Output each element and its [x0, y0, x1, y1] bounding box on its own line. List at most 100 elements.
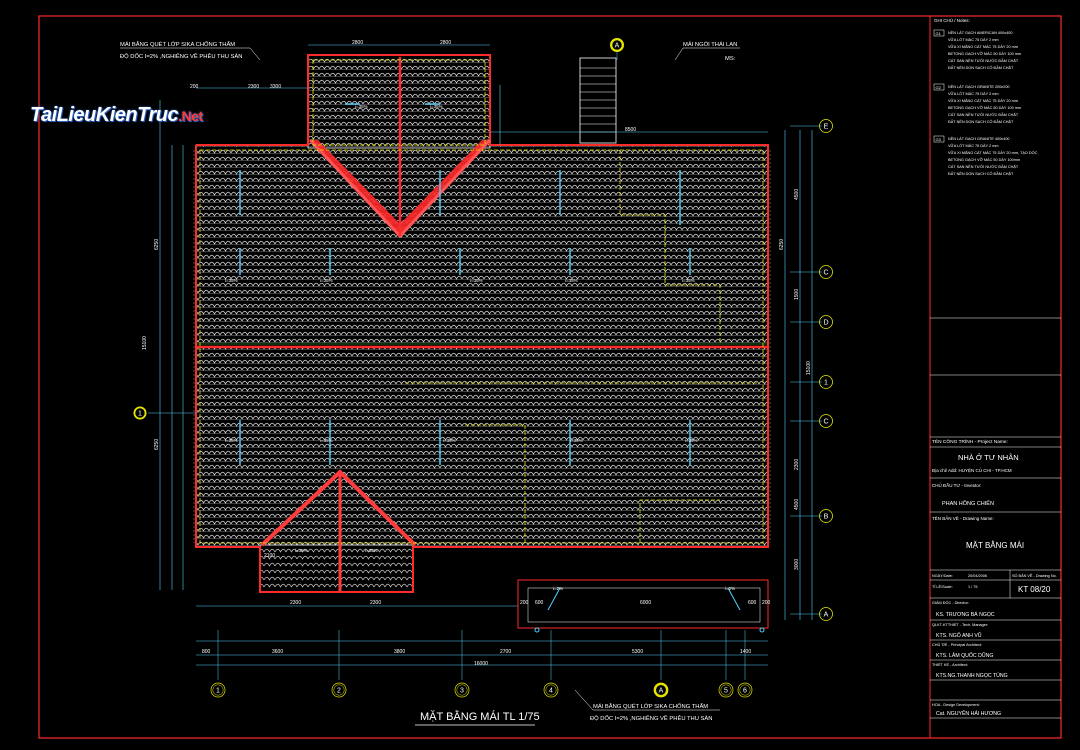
axis-bubble	[819, 119, 833, 133]
axis-bubble	[210, 682, 226, 698]
note-line: VỮA XI MĂNG CÁT MÁC 75 DÀY 20 mm	[948, 98, 1018, 103]
slope-label: i=35%	[320, 278, 333, 283]
axis-label: 1	[216, 688, 220, 695]
dim-top-1: 2800	[352, 40, 363, 46]
investor-label: CHỦ ĐẦU TƯ - Investor:	[932, 482, 982, 488]
dev-label: HOA - Design Development:	[932, 703, 980, 707]
axis-label: 2	[337, 688, 341, 695]
chief-name: KTS. LÂM QUỐC DŨNG	[936, 652, 993, 659]
axis-bubble-left: 1	[133, 406, 147, 420]
note-line: BETONG GẠCH VỠ MÁC 50 DÀY 100 mm	[948, 105, 1021, 110]
slope-label: i=35%	[570, 438, 583, 443]
drawing-name: MẶT BẰNG MÁI	[966, 541, 1024, 550]
slope-label: i=35%	[320, 438, 333, 443]
note-line: VỮA LÓT MÁC 75 DÀY 2 mm	[948, 143, 999, 148]
watermark-suffix: .Net	[178, 108, 203, 124]
dim-bottom-1: 2100	[264, 553, 275, 559]
axis-label: D	[823, 320, 828, 327]
axis-bubble	[819, 607, 833, 621]
axis-bubble-inner	[545, 684, 557, 696]
roof-plan	[193, 54, 771, 633]
note-line: BETONG GẠCH VỠ MÁC 50 DÀY 100 mm	[948, 51, 1021, 56]
slope-label: i=35%	[443, 438, 456, 443]
stair-shaft	[579, 57, 617, 144]
date-value: 20/04/2006	[968, 574, 987, 578]
slope-label: i=35%	[295, 548, 308, 553]
designer-label: THIẾT KẾ - Architect:	[932, 662, 968, 667]
grid-lines	[148, 52, 822, 680]
director-label: GIÁM ĐỐC - Director:	[932, 600, 969, 605]
dim-right-1: 4500	[794, 189, 800, 200]
note-line: NỀN LÁT GẠCH AMERICAN 400x400	[948, 30, 1013, 35]
note-line: ĐẤT NỀN DỌN SẠCH CỎ ĐẦM CHẶT	[948, 171, 1014, 176]
axis-bubble	[331, 682, 347, 698]
scale-label: TỈ LỆ/Scale:	[932, 584, 953, 589]
project-label: TÊN CÔNG TRÌNH - Project Name:	[932, 437, 1008, 445]
sheet-frame	[38, 15, 1062, 739]
axis-label: 4	[549, 688, 553, 695]
dim-row2-6: 1400	[740, 649, 751, 655]
note-top-left-1: MÁI BẰNG QUÉT LỚP SIKA CHỐNG THẤM	[120, 40, 235, 48]
roof-bottom-projection	[259, 544, 414, 593]
note-group-box	[933, 83, 945, 91]
sheet-number: KT 08/20	[1018, 585, 1051, 594]
note-line: NỀN LÁT GẠCH GRANITE 400x400	[948, 136, 1010, 141]
date-label: NGÀY/Date:	[932, 574, 953, 578]
slope-label: i=2%	[725, 586, 735, 591]
notes-header: GHI CHÚ / Notes:	[934, 17, 970, 23]
dim-bottom-6: 6000	[640, 600, 651, 606]
dim-bottom-4: 200	[520, 600, 529, 606]
dim-right-5: 15100	[806, 361, 812, 375]
dim-row2-3: 3800	[394, 649, 405, 655]
note-bottom-2: ĐỘ DỐC I=2% ,NGHIÊNG VỀ PHỄU THU SÀN	[590, 714, 712, 722]
axis-bubble-inner	[655, 684, 667, 696]
slope-label: i=35%	[365, 548, 378, 553]
axis-bubble	[819, 414, 833, 428]
slope-label: i=35%	[470, 278, 483, 283]
axis-bubble-inner	[720, 684, 732, 696]
note-ms: MS:	[725, 56, 736, 62]
dim-bottom-7: 600	[748, 600, 757, 606]
watermark-logo: TaiLieuKienTruc.Net	[30, 104, 203, 127]
note-group-id: G3	[936, 137, 942, 142]
investor-name: PHAN HỒNG CHIẾN	[942, 500, 994, 507]
axis-label: A	[659, 688, 664, 695]
chief-label: CHỦ TRÌ - Principal Architect:	[932, 642, 982, 647]
axis-bubble	[819, 375, 833, 389]
director-name: KS. TRƯƠNG BÁ NGỌC	[936, 611, 995, 618]
axis-bubble	[819, 315, 833, 329]
axis-bubble	[819, 265, 833, 279]
title-block	[930, 446, 1061, 719]
dim-row2-2: 3600	[272, 649, 283, 655]
dim-bottom-8: 200	[762, 600, 771, 606]
note-line: CÁT SAN NỀN TƯỚI NƯỚC ĐẦM CHẶT	[948, 112, 1019, 117]
dimension-lines	[159, 44, 813, 666]
note-group-box	[933, 135, 945, 143]
note-line: VỮA LÓT MÁC 75 DÀY 2 mm	[948, 91, 999, 96]
dim-top-small-3: 3300	[270, 84, 281, 90]
axis-bubble-inner	[333, 684, 345, 696]
svg-text:1: 1	[138, 411, 142, 418]
axis-label: 5	[724, 688, 728, 695]
tech-label: QLKT-KTTHIẾT - Tech. Manager:	[932, 622, 988, 627]
axis-label: B	[824, 514, 829, 521]
note-top-left-2: ĐỘ DỐC I=2% ,NGHIÊNG VỀ PHỄU THU SÀN	[120, 52, 242, 60]
dim-top-small-1: 200	[190, 84, 199, 90]
axis-label: C	[823, 419, 828, 426]
dim-bottom-3: 2300	[370, 600, 381, 606]
dim-right-8: 4500	[794, 499, 800, 510]
slope-label: i=35%	[565, 278, 578, 283]
note-line: ĐẤT NỀN DỌN SẠCH CỎ ĐẦM CHẶT	[948, 119, 1014, 124]
slope-label: i=35%	[682, 278, 695, 283]
note-line: CÁT SAN NỀN TƯỚI NƯỚC ĐẦM CHẶT	[948, 58, 1019, 63]
dim-top-2: 2800	[440, 40, 451, 46]
dim-total: 16000	[474, 661, 488, 667]
axis-label: 6	[743, 688, 747, 695]
axis-bubble-inner	[739, 684, 751, 696]
dim-left-2: 15100	[142, 336, 148, 350]
axis-bubble-inner	[212, 684, 224, 696]
